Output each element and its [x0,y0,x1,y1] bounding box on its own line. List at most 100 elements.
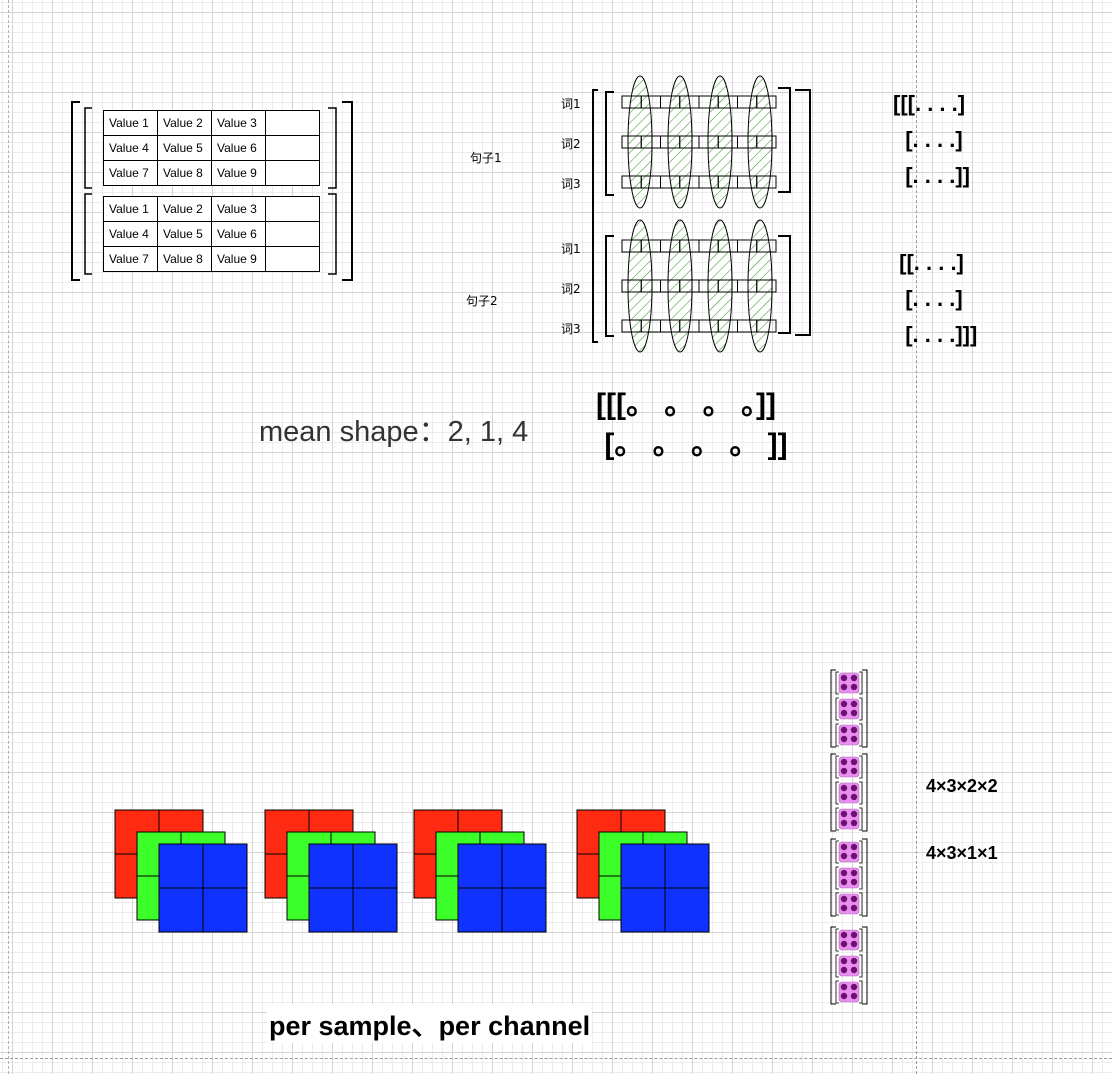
vector-bracket-left [835,928,839,952]
feature-ellipse [747,219,773,353]
vector-dot [850,966,858,974]
vector-bracket-left [835,892,839,916]
word-2-label: 词2 [561,137,581,151]
vector-dot [840,931,848,939]
feature-ellipse-fill [748,220,772,352]
vector-dot [850,843,858,851]
table-cell: Value 2 [157,196,212,222]
page-boundary-right [916,0,917,1074]
vector-dot [850,878,858,886]
table-cell: Value 1 [103,110,158,136]
vector-dot [840,904,848,912]
vector-group-bracket-left [830,669,836,748]
vector-group-bracket-left [830,753,836,832]
page-boundary-left [8,0,9,1074]
vector-dot [840,966,848,974]
table-cell [265,246,320,272]
word-vector-cell [756,135,777,149]
feature-ellipse-fill [628,220,652,352]
mean-shape-label: mean shape：2, 1, 4 [259,416,529,448]
feature-ellipse-fill [748,76,772,208]
table-cell: Value 7 [103,246,158,272]
vector-dot [850,992,858,1000]
vector-dot [840,983,848,991]
vector-dot [850,758,858,766]
vector-group-bracket-right [862,669,868,748]
tensor-text-block-2: [[. . . .] [. . . .] [. . . .]]] [899,250,978,347]
word-vector-cell [756,239,777,253]
table-cell: Value 6 [211,221,266,247]
vector-dot [840,843,848,851]
table-cell: Value 8 [157,246,212,272]
mean-result-text: [[[。 。 。 。]] [。 。 。 。 ]] [596,388,788,461]
vector-dot [840,869,848,877]
shape-label-4x3x2x2: 4×3×2×2 [926,776,998,796]
vector-dot [850,940,858,948]
vector-dot [840,709,848,717]
vector-bracket-right [859,697,863,721]
feature-ellipse [747,75,773,209]
vector-dot [840,992,848,1000]
vector-dot [840,726,848,734]
vector-bracket-left [835,866,839,890]
vector-bracket-right [859,980,863,1004]
vector-bracket-right [859,807,863,831]
vector-dot [850,735,858,743]
vector-dot [850,931,858,939]
feature-ellipse [707,219,733,353]
vector-dot [850,784,858,792]
vector-dot [840,784,848,792]
vector-dot [840,895,848,903]
feature-ellipse [667,75,693,209]
tensor-text-block-1: [[[. . . .] [. . . .] [. . . .]] [893,91,970,188]
table-cell: Value 4 [103,135,158,161]
vector-group-bracket-right [862,926,868,1005]
word-vector-cell [756,175,777,189]
sentence-2-label: 句子2 [466,294,498,308]
vector-bracket-left [835,980,839,1004]
vector-bracket-right [859,723,863,747]
table-cell [265,160,320,186]
vector-dot [850,700,858,708]
vector-dot [840,700,848,708]
vector-dot [850,709,858,717]
vector-dot [850,983,858,991]
vector-dot [840,957,848,965]
shape-label-4x3x1x1: 4×3×1×1 [926,843,998,863]
vector-bracket-right [859,755,863,779]
table-cell: Value 3 [211,196,266,222]
vector-bracket-right [859,954,863,978]
vector-bracket-left [835,954,839,978]
word-1-label: 词1 [561,242,581,256]
table-cell: Value 7 [103,160,158,186]
vector-dot [840,735,848,743]
word-3-label: 词3 [561,177,581,191]
vector-bracket-left [835,807,839,831]
vector-dot [850,852,858,860]
vector-bracket-right [859,671,863,695]
word-vector-cell [756,95,777,109]
word-1-label: 词1 [561,97,581,111]
page-boundary-bottom [0,1058,1112,1059]
vector-dot [850,810,858,818]
word-vector-cell [756,279,777,293]
caption-per-sample-per-channel: per sample、per channel [267,1004,593,1043]
feature-ellipse [627,75,653,209]
vector-dot [850,904,858,912]
vector-dot [840,674,848,682]
vector-dot [840,819,848,827]
vector-bracket-left [835,840,839,864]
vector-bracket-left [835,781,839,805]
vector-dot [850,674,858,682]
table-cell [265,135,320,161]
feature-ellipse [667,219,693,353]
vector-bracket-left [835,723,839,747]
vector-bracket-left [835,671,839,695]
vector-dot [850,957,858,965]
